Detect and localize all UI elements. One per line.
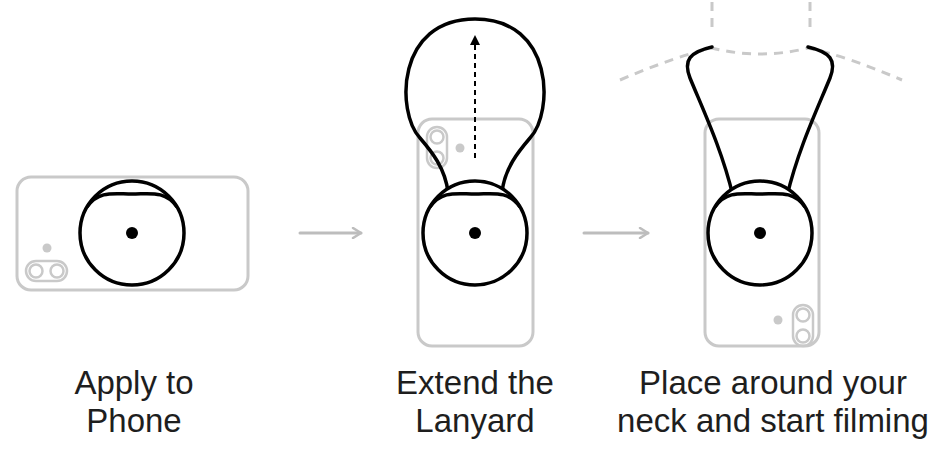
step-caption: Extend the Lanyard: [394, 364, 556, 440]
grip-center: [469, 227, 481, 239]
camera-module: [26, 261, 67, 281]
grip-mount: [80, 181, 184, 285]
step-caption: Place around your neck and start filming: [615, 364, 931, 440]
shoulder-line: [620, 48, 902, 80]
camera-lens: [797, 330, 810, 343]
step-arrow: [300, 232, 361, 235]
neck-line: [712, 2, 810, 34]
step-arrow: [584, 232, 648, 235]
pull-arrow: [474, 40, 476, 158]
phone-outline: [17, 177, 248, 290]
camera-flash: [43, 244, 52, 253]
grip-center: [126, 227, 138, 239]
camera-lens: [797, 309, 810, 322]
grip-mount: [708, 181, 812, 285]
grip-mount: [423, 181, 527, 285]
lanyard-strand: [687, 47, 733, 196]
phone-landscape: [17, 177, 248, 290]
camera-lens: [51, 265, 64, 278]
neck-outline: [620, 2, 902, 80]
camera-module: [793, 305, 813, 346]
grip-disc: [423, 181, 527, 285]
lanyard-loop: [406, 19, 544, 192]
lanyard-slot: [87, 194, 177, 207]
lanyard-slot: [430, 194, 520, 207]
grip-disc: [708, 181, 812, 285]
camera-lens: [30, 265, 43, 278]
camera-flash: [774, 316, 783, 325]
lanyard-slot: [715, 194, 805, 207]
step-caption: Apply to Phone: [72, 364, 195, 440]
lanyard-strand: [787, 47, 833, 196]
grip-disc: [80, 181, 184, 285]
grip-center: [754, 227, 766, 239]
